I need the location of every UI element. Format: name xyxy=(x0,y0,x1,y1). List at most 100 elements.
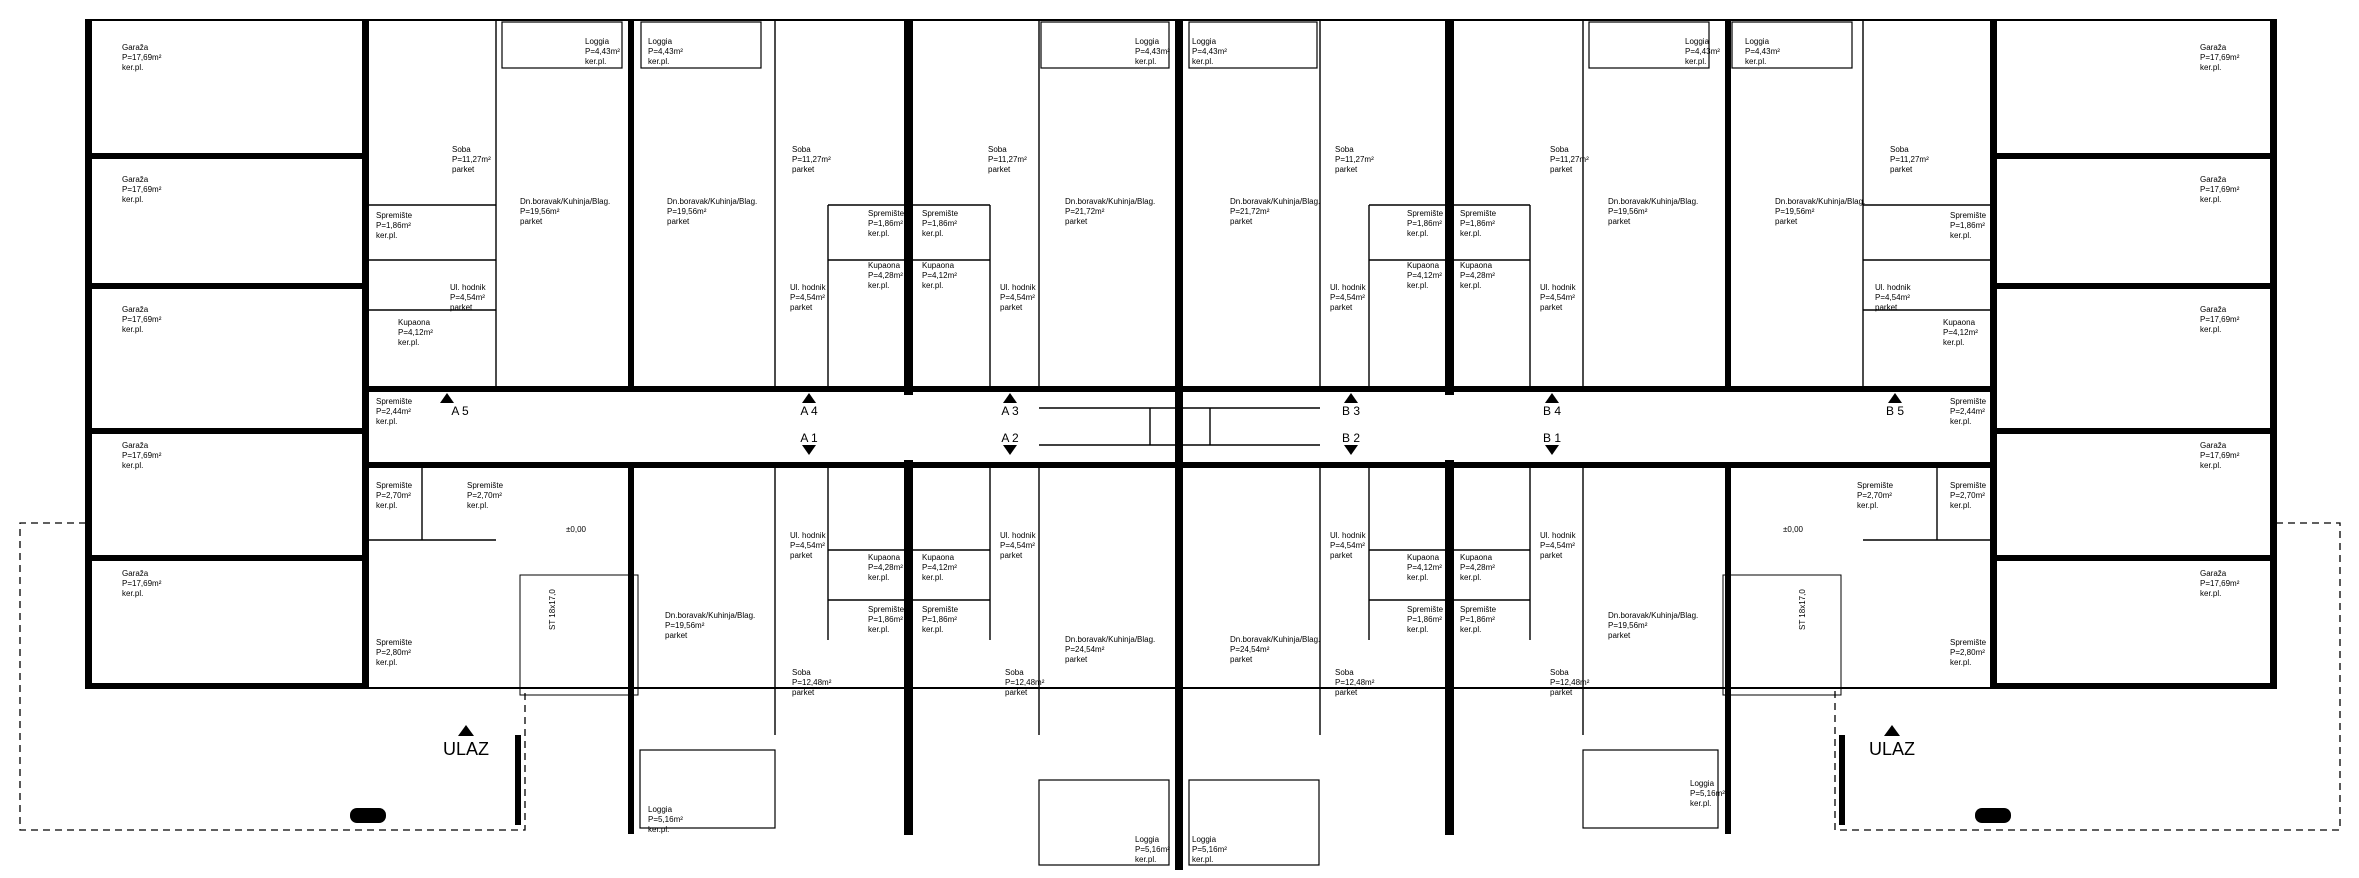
svg-text:Loggia: Loggia xyxy=(648,37,673,46)
partitions xyxy=(369,20,1990,735)
svg-text:Kupaona: Kupaona xyxy=(1407,261,1440,270)
svg-text:Kupaona: Kupaona xyxy=(868,261,901,270)
svg-text:Kupaona: Kupaona xyxy=(398,318,431,327)
svg-text:P=4,12m²: P=4,12m² xyxy=(1943,328,1978,337)
svg-text:ker.pl.: ker.pl. xyxy=(1857,501,1878,510)
svg-text:ker.pl.: ker.pl. xyxy=(922,281,943,290)
svg-text:parket: parket xyxy=(1540,551,1563,560)
svg-text:Soba: Soba xyxy=(988,145,1007,154)
svg-text:Soba: Soba xyxy=(1335,668,1354,677)
svg-text:P=2,70m²: P=2,70m² xyxy=(1857,491,1892,500)
svg-text:ker.pl.: ker.pl. xyxy=(585,57,606,66)
svg-text:P=11,27m²: P=11,27m² xyxy=(1890,155,1929,164)
svg-text:P=2,80m²: P=2,80m² xyxy=(1950,648,1985,657)
svg-text:P=17,69m²: P=17,69m² xyxy=(122,579,162,588)
svg-text:Ul. hodnik: Ul. hodnik xyxy=(790,531,827,540)
svg-text:parket: parket xyxy=(1230,217,1253,226)
svg-text:ker.pl.: ker.pl. xyxy=(648,825,669,834)
svg-text:parket: parket xyxy=(1608,631,1631,640)
svg-text:ker.pl.: ker.pl. xyxy=(2200,195,2221,204)
svg-text:P=4,12m²: P=4,12m² xyxy=(1407,563,1442,572)
svg-text:P=1,86m²: P=1,86m² xyxy=(1950,221,1985,230)
svg-text:P=4,54m²: P=4,54m² xyxy=(1330,293,1365,302)
svg-text:P=4,43m²: P=4,43m² xyxy=(1135,47,1170,56)
level-right: ±0,00 xyxy=(1783,525,1804,534)
svg-text:Dn.boravak/Kuhinja/Blag.: Dn.boravak/Kuhinja/Blag. xyxy=(1065,635,1155,644)
svg-text:ker.pl.: ker.pl. xyxy=(376,501,397,510)
svg-text:P=4,12m²: P=4,12m² xyxy=(922,271,957,280)
svg-text:P=12,48m²: P=12,48m² xyxy=(1005,678,1045,687)
svg-text:parket: parket xyxy=(1000,551,1023,560)
svg-text:P=4,12m²: P=4,12m² xyxy=(1407,271,1442,280)
svg-text:Spremište: Spremište xyxy=(868,209,905,218)
svg-text:ker.pl.: ker.pl. xyxy=(1407,573,1428,582)
svg-text:P=4,54m²: P=4,54m² xyxy=(1000,541,1035,550)
svg-text:P=5,16m²: P=5,16m² xyxy=(1690,789,1725,798)
svg-text:Spremište: Spremište xyxy=(376,638,413,647)
svg-text:P=17,69m²: P=17,69m² xyxy=(122,185,162,194)
svg-text:ker.pl.: ker.pl. xyxy=(1407,281,1428,290)
svg-text:Kupaona: Kupaona xyxy=(1460,261,1493,270)
svg-text:parket: parket xyxy=(450,303,473,312)
svg-text:P=11,27m²: P=11,27m² xyxy=(452,155,491,164)
svg-text:Loggia: Loggia xyxy=(1135,37,1160,46)
svg-text:P=4,54m²: P=4,54m² xyxy=(1875,293,1910,302)
svg-text:Kupaona: Kupaona xyxy=(922,553,955,562)
svg-text:P=21,72m²: P=21,72m² xyxy=(1230,207,1270,216)
svg-text:P=1,86m²: P=1,86m² xyxy=(922,219,957,228)
svg-text:Kupaona: Kupaona xyxy=(1407,553,1440,562)
svg-text:Loggia: Loggia xyxy=(585,37,610,46)
svg-text:ker.pl.: ker.pl. xyxy=(2200,325,2221,334)
svg-text:ker.pl.: ker.pl. xyxy=(868,625,889,634)
svg-text:P=4,43m²: P=4,43m² xyxy=(1192,47,1227,56)
svg-text:ker.pl.: ker.pl. xyxy=(2200,461,2221,470)
svg-text:parket: parket xyxy=(1000,303,1023,312)
site-boundary-left xyxy=(19,522,526,831)
stair-label-right: ST 18x17,0 xyxy=(1798,589,1807,630)
unit-label-a4: A 4 xyxy=(800,404,818,418)
svg-text:parket: parket xyxy=(1608,217,1631,226)
svg-text:P=1,86m²: P=1,86m² xyxy=(1460,219,1495,228)
svg-text:Soba: Soba xyxy=(792,145,811,154)
unit-label-a2: A 2 xyxy=(1001,431,1019,445)
svg-text:ker.pl.: ker.pl. xyxy=(648,57,669,66)
svg-text:Spremište: Spremište xyxy=(376,211,413,220)
ramp-marker-right xyxy=(1975,808,2011,823)
svg-text:Spremište: Spremište xyxy=(868,605,905,614)
svg-text:P=24,54m²: P=24,54m² xyxy=(1230,645,1270,654)
svg-text:parket: parket xyxy=(790,551,813,560)
svg-text:parket: parket xyxy=(1875,303,1898,312)
svg-text:ker.pl.: ker.pl. xyxy=(1135,855,1156,864)
svg-text:P=17,69m²: P=17,69m² xyxy=(2200,579,2240,588)
svg-text:Soba: Soba xyxy=(452,145,471,154)
svg-text:P=1,86m²: P=1,86m² xyxy=(868,219,903,228)
svg-text:P=2,80m²: P=2,80m² xyxy=(376,648,411,657)
svg-text:P=2,44m²: P=2,44m² xyxy=(376,407,411,416)
unit-label-a5: A 5 xyxy=(451,404,469,418)
svg-text:P=19,56m²: P=19,56m² xyxy=(1775,207,1815,216)
svg-text:parket: parket xyxy=(452,165,475,174)
svg-text:parket: parket xyxy=(1330,303,1353,312)
